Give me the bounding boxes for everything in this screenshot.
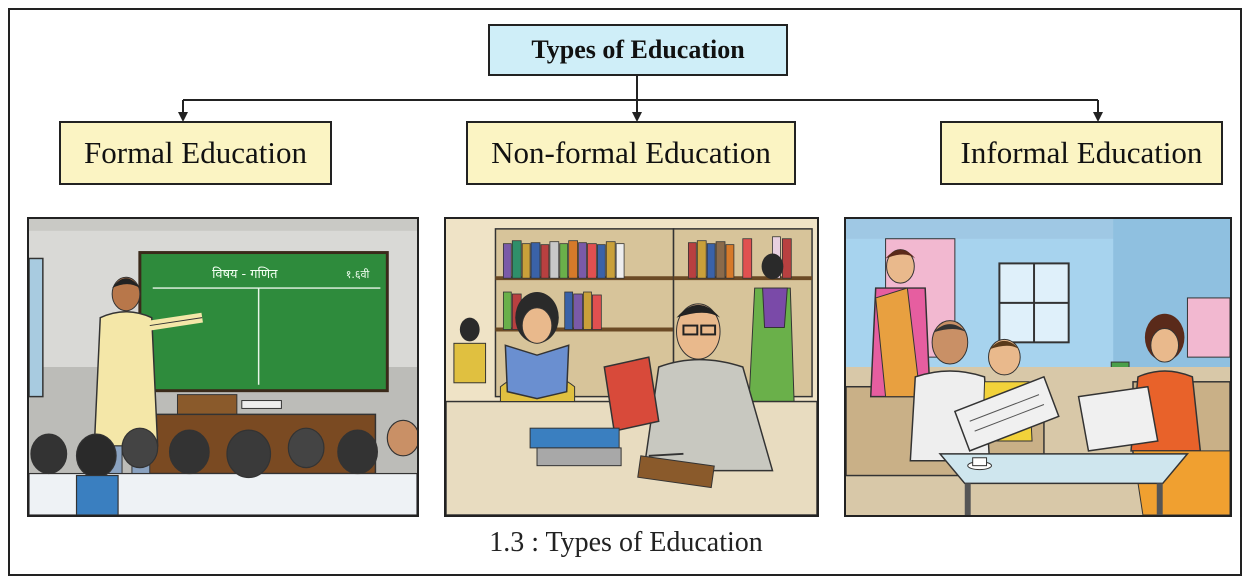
figure-caption: 1.3 : Types of Education xyxy=(489,527,763,558)
board-subject-text: विषय - गणित xyxy=(212,266,278,282)
library-illustration xyxy=(444,217,819,517)
node-non-formal-education: Non-formal Education xyxy=(466,121,796,185)
newspaper-left xyxy=(953,375,1060,452)
family-illustration xyxy=(844,217,1232,517)
node-formal-education: Formal Education xyxy=(59,121,332,185)
board-class-text: १.६वी xyxy=(346,268,370,281)
coffee-table xyxy=(938,453,1190,485)
classroom-illustration: विषय - गणित १.६वी xyxy=(27,217,419,517)
root-node: Types of Education xyxy=(488,24,788,76)
node-informal-education: Informal Education xyxy=(940,121,1223,185)
newspaper-right xyxy=(1077,385,1159,452)
